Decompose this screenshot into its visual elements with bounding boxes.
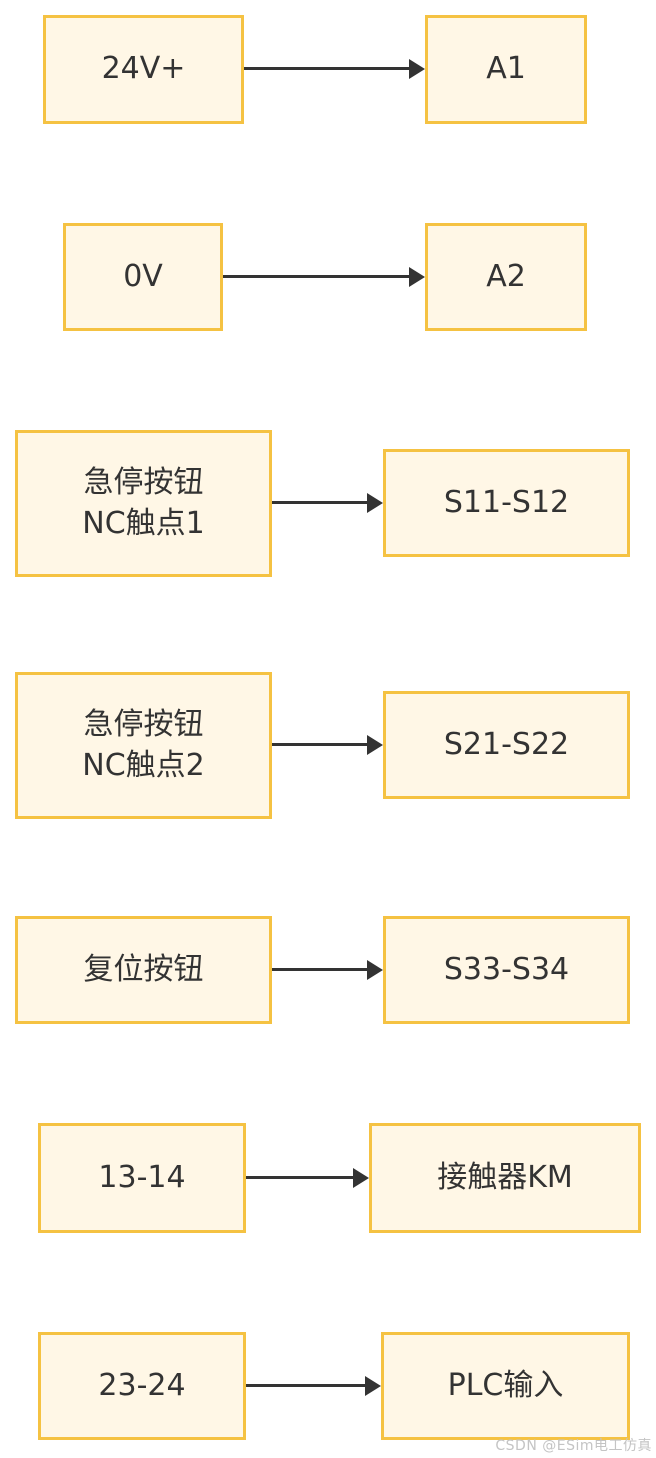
arrowhead-icon xyxy=(367,735,383,755)
arrowhead-icon xyxy=(365,1376,381,1396)
csdn-watermark: CSDN @ESim电工仿真 xyxy=(495,1438,652,1454)
arrowhead-icon xyxy=(367,960,383,980)
node-estop-nc2: 急停按钮 NC触点2 xyxy=(15,672,272,819)
arrow-shaft xyxy=(246,1176,356,1179)
arrow-estop-nc2-to-s21-s22 xyxy=(272,735,383,755)
arrow-reset-to-s33-s34 xyxy=(272,960,383,980)
node-plc-input: PLC输入 xyxy=(381,1332,630,1440)
arrow-estop-nc1-to-s11-s12 xyxy=(272,493,383,513)
arrow-shaft xyxy=(246,1384,368,1387)
node-estop-nc1: 急停按钮 NC触点1 xyxy=(15,430,272,577)
arrow-shaft xyxy=(223,275,412,278)
node-a2: A2 xyxy=(425,223,587,331)
arrowhead-icon xyxy=(353,1168,369,1188)
arrowhead-icon xyxy=(367,493,383,513)
arrow-shaft xyxy=(272,968,370,971)
node-reset-button: 复位按钮 xyxy=(15,916,272,1024)
arrow-shaft xyxy=(244,67,412,70)
node-24v-plus: 24V+ xyxy=(43,15,244,124)
node-a1: A1 xyxy=(425,15,587,124)
arrow-23-24-to-plc xyxy=(246,1376,381,1396)
arrow-shaft xyxy=(272,743,370,746)
node-s21-s22: S21-S22 xyxy=(383,691,630,799)
node-23-24: 23-24 xyxy=(38,1332,246,1440)
arrowhead-icon xyxy=(409,59,425,79)
node-s33-s34: S33-S34 xyxy=(383,916,630,1024)
arrow-24v-to-a1 xyxy=(244,59,425,79)
arrow-shaft xyxy=(272,501,370,504)
node-13-14: 13-14 xyxy=(38,1123,246,1233)
node-contactor-km: 接触器KM xyxy=(369,1123,641,1233)
node-0v: 0V xyxy=(63,223,223,331)
node-s11-s12: S11-S12 xyxy=(383,449,630,557)
arrow-13-14-to-km xyxy=(246,1168,369,1188)
arrow-0v-to-a2 xyxy=(223,267,425,287)
arrowhead-icon xyxy=(409,267,425,287)
